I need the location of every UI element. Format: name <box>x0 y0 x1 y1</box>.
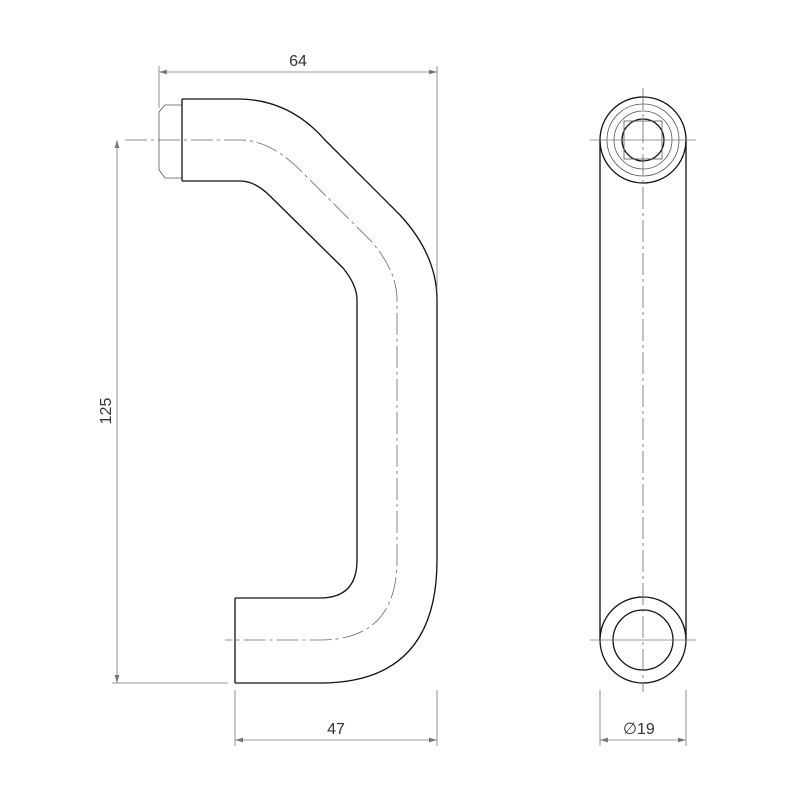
dimension-diameter: ∅ 19 <box>599 690 687 746</box>
diameter-symbol: ∅ <box>623 721 637 738</box>
dimension-47: 47 <box>234 690 438 746</box>
centerline <box>125 139 398 641</box>
outer-contour <box>182 98 438 684</box>
dimension-label-center-distance: 125 <box>98 398 115 425</box>
dimension-125: 125 <box>98 140 228 684</box>
inner-contour <box>182 180 358 599</box>
dimension-label-projection: 47 <box>327 721 345 738</box>
front-view <box>590 88 696 692</box>
side-view <box>125 98 438 684</box>
dimension-label-diameter: 19 <box>637 721 655 738</box>
end-collar <box>158 104 182 179</box>
dimension-label-width: 64 <box>289 53 307 70</box>
dimension-64: 64 <box>158 53 438 290</box>
